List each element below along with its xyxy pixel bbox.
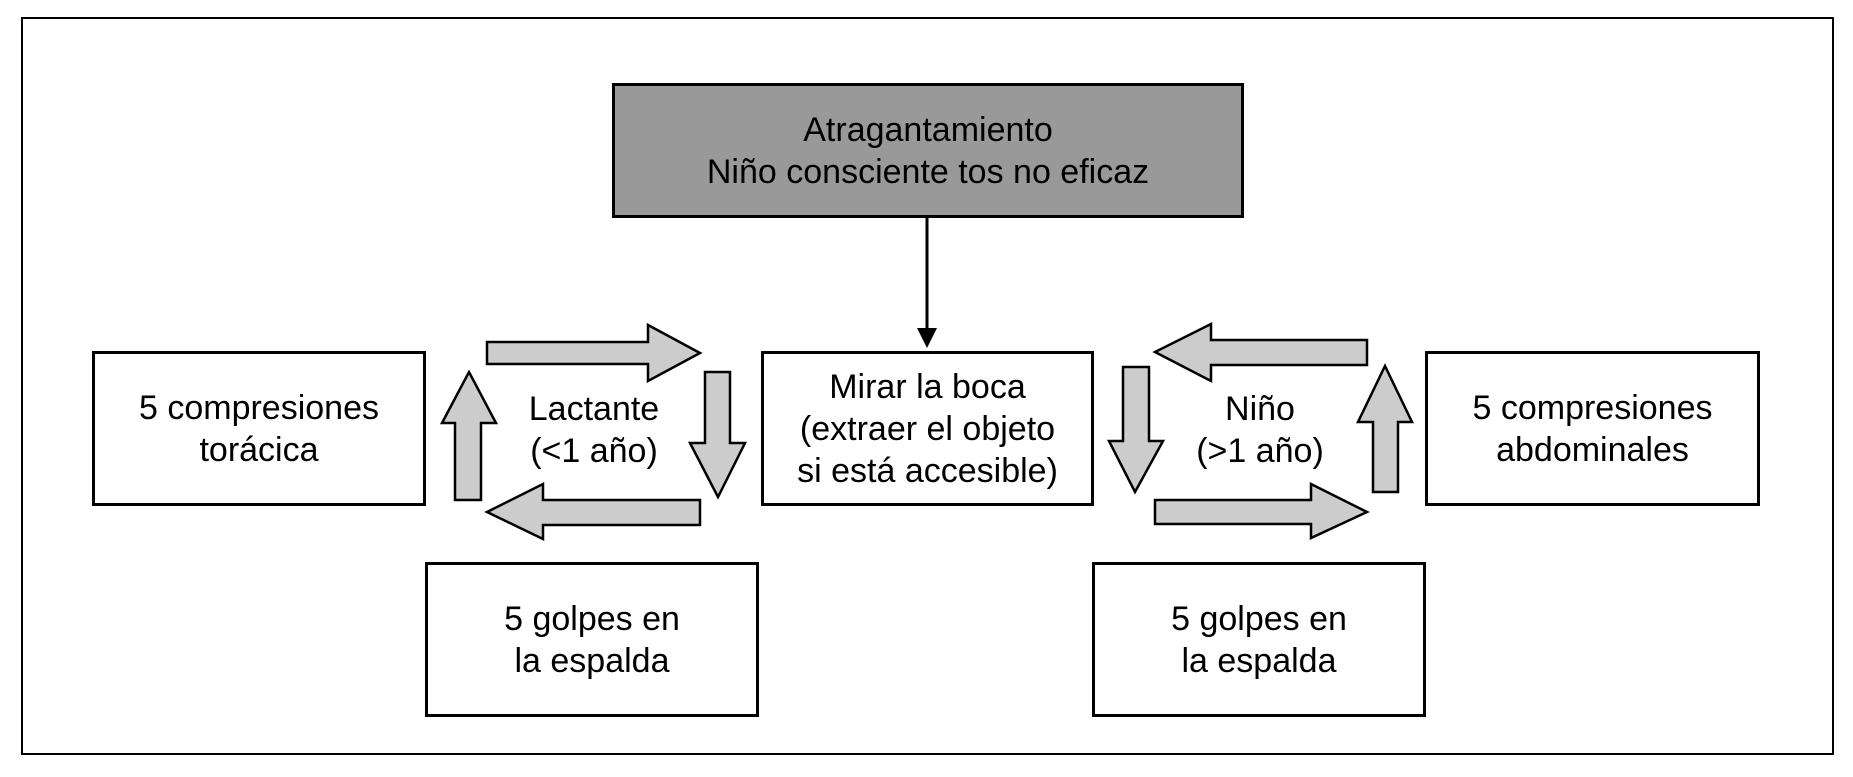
lactante-label-line-1: Lactante — [528, 390, 660, 428]
center-line-2: (extraer el objeto — [799, 409, 1056, 448]
center-line-1: Mirar la boca — [829, 367, 1026, 406]
nino-compressions-line-2: abdominales — [1496, 430, 1689, 469]
lactante-label-line-2: (<1 año) — [530, 432, 658, 470]
connector-arrowhead — [917, 328, 937, 348]
nino-compressions-box: 5 compresiones abdominales — [1425, 351, 1760, 506]
nino-back-blows-line-2: la espalda — [1181, 641, 1337, 680]
nino-arrow-right — [1153, 481, 1370, 540]
nino-back-blows-line-1: 5 golpes en — [1171, 599, 1347, 638]
lactante-arrow-right — [485, 322, 703, 384]
lactante-back-blows-line-1: 5 golpes en — [504, 599, 680, 638]
lactante-back-blows-line-2: la espalda — [514, 641, 670, 680]
center-line-3: si está accesible) — [797, 451, 1058, 490]
lactante-compressions-line-1: 5 compresiones — [138, 388, 379, 427]
lactante-label: Lactante (<1 año) — [505, 380, 683, 480]
nino-arrow-down — [1106, 365, 1166, 495]
diagram-frame — [21, 17, 1834, 755]
lactante-arrow-left — [484, 481, 702, 541]
lactante-arrow-down — [687, 370, 748, 500]
lactante-compressions-box: 5 compresiones torácica — [92, 351, 426, 506]
nino-compressions-line-1: 5 compresiones — [1472, 388, 1713, 427]
lactante-compressions-line-2: torácica — [199, 430, 319, 469]
nino-arrow-up — [1356, 363, 1414, 494]
nino-label-line-1: Niño — [1225, 390, 1295, 428]
nino-label-line-2: (>1 año) — [1196, 432, 1324, 470]
header-box: Atragantamiento Niño consciente tos no e… — [612, 83, 1244, 218]
nino-back-blows-box: 5 golpes en la espalda — [1092, 562, 1426, 717]
header-title: Atragantamiento — [803, 110, 1053, 149]
lactante-back-blows-box: 5 golpes en la espalda — [425, 562, 759, 717]
lactante-arrow-up — [439, 369, 499, 502]
center-box: Mirar la boca (extraer el objeto si está… — [761, 351, 1094, 506]
nino-arrow-left — [1152, 321, 1369, 384]
nino-label: Niño (>1 año) — [1180, 380, 1340, 480]
header-subtitle: Niño consciente tos no eficaz — [706, 152, 1150, 191]
